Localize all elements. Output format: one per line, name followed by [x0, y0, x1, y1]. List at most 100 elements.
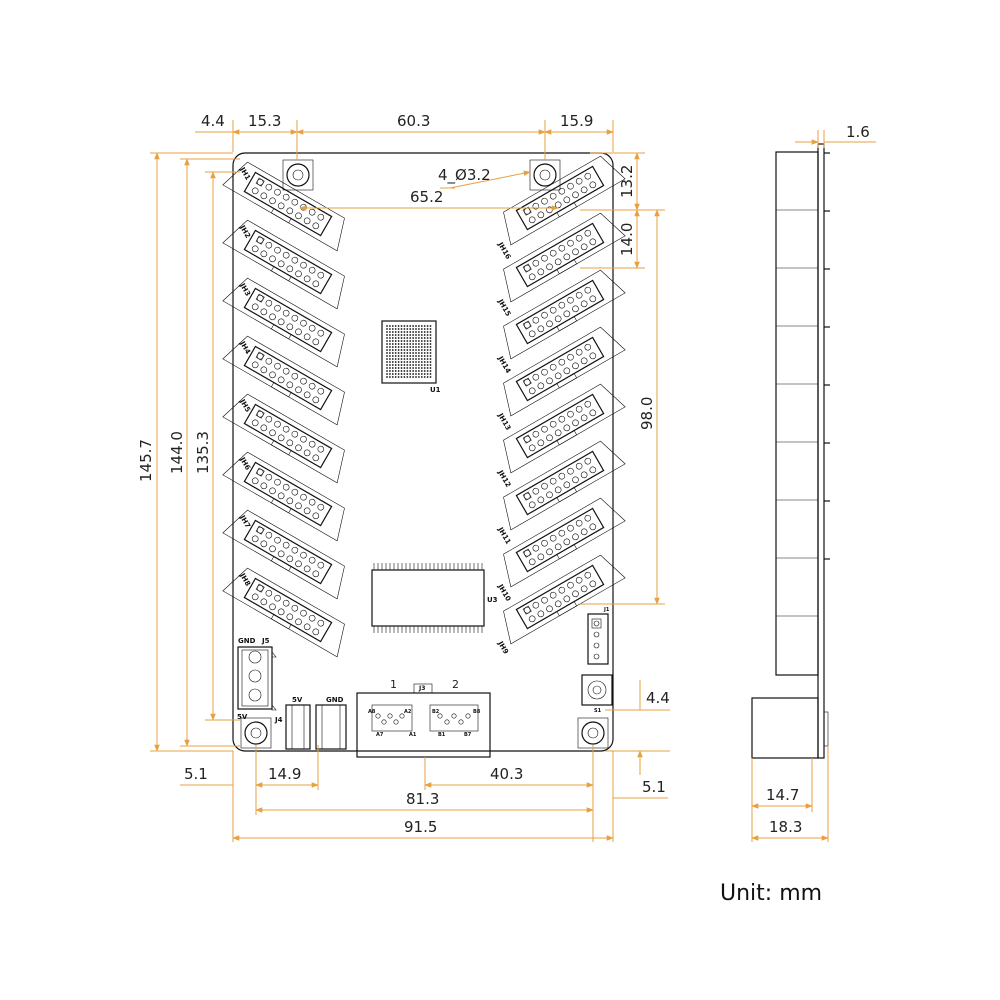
bga-ball	[412, 328, 414, 330]
eth-pin	[451, 713, 457, 719]
dim-bottom-81: 81.3	[406, 790, 439, 808]
bga-ball	[386, 367, 388, 369]
bga-ball	[415, 367, 417, 369]
push-switch-s1	[581, 674, 613, 706]
bga-ball	[429, 346, 432, 348]
bga-ball	[426, 325, 429, 327]
eth-pin	[393, 719, 399, 725]
bga-ball	[386, 325, 388, 327]
bga-ball	[412, 364, 414, 366]
bga-ball	[426, 328, 429, 330]
pin-a1: A1	[409, 732, 417, 738]
header-label-jh9: JH9	[496, 639, 510, 656]
bga-ball	[420, 352, 423, 354]
bga-ball	[389, 355, 391, 357]
bga-ball	[426, 352, 429, 354]
bga-ball	[423, 373, 426, 375]
eth-pin	[465, 713, 471, 719]
header-label-jh5: JH5	[238, 397, 252, 414]
bga-ball	[426, 358, 429, 360]
eth-pin	[387, 713, 393, 719]
eth-pin	[375, 713, 381, 719]
bga-ball	[415, 358, 417, 360]
header-label-jh2: JH2	[238, 223, 252, 240]
header-label-jh16: JH16	[496, 240, 513, 261]
bga-ball	[386, 370, 388, 372]
dim-hole-spacing: 60.3	[397, 112, 430, 130]
bga-ball	[429, 331, 432, 333]
header-label-jh7: JH7	[238, 513, 252, 530]
bga-ball	[418, 340, 420, 342]
bga-ball	[394, 370, 397, 372]
bga-ball	[386, 352, 388, 354]
bga-ball	[397, 367, 400, 369]
bga-ball	[429, 334, 432, 336]
dim-bottom-right-hole: 4.4	[646, 689, 670, 707]
bga-ball	[406, 328, 409, 330]
header-right-3	[503, 269, 626, 360]
bga-ball	[412, 361, 414, 363]
dim-height-144: 144.0	[168, 431, 186, 474]
bga-ball	[429, 343, 432, 345]
bga-ball	[423, 325, 426, 327]
ethernet-dual-port	[356, 683, 491, 758]
eth-pin	[444, 719, 450, 725]
bga-ball	[418, 376, 420, 378]
bga-ball	[403, 343, 406, 345]
header-label-jh1: JH1	[238, 165, 252, 182]
bga-ball	[403, 346, 406, 348]
bga-ball	[420, 361, 423, 363]
header-right-8	[503, 554, 626, 645]
bga-ball	[386, 364, 388, 366]
bga-ball	[423, 340, 426, 342]
bga-ball	[386, 358, 388, 360]
bga-ball	[391, 370, 394, 372]
bga-ball	[397, 361, 400, 363]
pin-b8: B8	[473, 709, 481, 715]
chip-label-u1: U1	[430, 386, 441, 394]
bga-ball	[389, 331, 391, 333]
bga-ball	[389, 349, 391, 351]
dim-top-right-hole: 15.9	[560, 112, 593, 130]
bga-ball	[429, 328, 432, 330]
bga-ball	[391, 337, 394, 339]
bga-ball	[403, 370, 406, 372]
label-5v-left: 5V	[237, 713, 248, 721]
bga-ball	[406, 334, 409, 336]
bga-ball	[406, 370, 409, 372]
bga-ball	[397, 334, 400, 336]
bga-ball	[420, 346, 423, 348]
bga-ball	[391, 373, 394, 375]
bga-ball	[403, 358, 406, 360]
bga-ball	[412, 349, 414, 351]
bga-ball	[394, 352, 397, 354]
bga-ball	[426, 355, 429, 357]
bga-ball	[386, 349, 388, 351]
bga-ball	[412, 355, 414, 357]
bga-ball	[415, 340, 417, 342]
bga-ball	[429, 373, 432, 375]
bga-ball	[391, 325, 394, 327]
eth-pin	[437, 713, 443, 719]
bga-ball	[391, 349, 394, 351]
bga-ball	[403, 340, 406, 342]
bga-ball	[394, 364, 397, 366]
bga-ball	[429, 352, 432, 354]
bga-ball	[420, 337, 423, 339]
header-label-jh14: JH14	[496, 354, 513, 375]
bga-ball	[389, 343, 391, 345]
bga-ball	[391, 364, 394, 366]
eth-pin	[399, 713, 405, 719]
bga-ball	[394, 373, 397, 375]
bga-ball	[391, 358, 394, 360]
bga-ball	[415, 376, 417, 378]
bga-ball	[386, 328, 388, 330]
bga-ball	[391, 361, 394, 363]
bga-ball	[423, 352, 426, 354]
bga-ball	[423, 334, 426, 336]
bga-ball	[397, 343, 400, 345]
bga-ball	[406, 340, 409, 342]
dim-top-edge: 4.4	[201, 112, 225, 130]
bga-ball	[391, 334, 394, 336]
bga-ball	[389, 373, 391, 375]
